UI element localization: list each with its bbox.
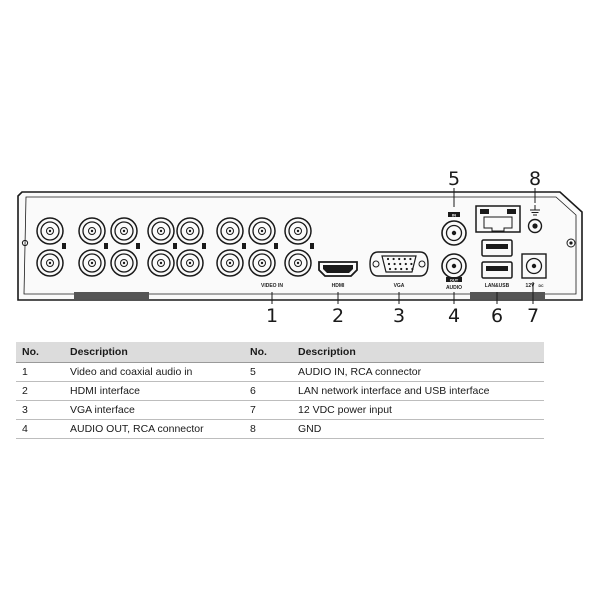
callout-2: 2 — [332, 305, 344, 327]
callout-8: 8 — [529, 168, 541, 190]
bnc-video-in-10 — [78, 249, 106, 277]
lan-port — [475, 205, 521, 233]
screw-left — [21, 239, 29, 247]
channel-marker — [173, 243, 177, 249]
screw-right — [566, 238, 576, 248]
bnc-video-in-7 — [248, 217, 276, 245]
foot-left — [74, 292, 149, 299]
audio-in-rca — [441, 212, 467, 246]
bnc-video-in-14 — [216, 249, 244, 277]
table-cell: 12 VDC power input — [292, 400, 544, 420]
channel-marker — [104, 243, 108, 249]
label-audio: AUDIO — [446, 285, 462, 291]
dvr-rear-panel — [17, 191, 583, 301]
usb-port-bottom — [481, 261, 513, 279]
callout-7: 7 — [527, 305, 539, 327]
channel-marker — [274, 243, 278, 249]
channel-marker — [62, 243, 66, 249]
hdmi-port — [318, 261, 358, 277]
table-cell: AUDIO OUT, RCA connector — [64, 419, 244, 439]
video-in-bnc-group — [36, 217, 314, 277]
table-cell: 5 — [244, 362, 292, 382]
table-row: 2 HDMI interface 6 LAN network interface… — [16, 381, 544, 401]
label-lan-usb: LAN&USB — [485, 283, 510, 289]
callout-lines — [271, 188, 536, 304]
channel-marker — [202, 243, 206, 249]
table-cell: 1 — [16, 362, 64, 382]
table-cell: 7 — [244, 400, 292, 420]
bnc-video-in-15 — [248, 249, 276, 277]
table-cell: LAN network interface and USB interface — [292, 381, 544, 401]
table-cell: 3 — [16, 400, 64, 420]
channel-marker — [136, 243, 140, 249]
header-no-1: No. — [16, 342, 64, 363]
power-input-jack — [521, 253, 547, 279]
label-video-in: VIDEO IN — [261, 283, 283, 289]
bnc-video-in-1 — [36, 217, 64, 245]
label-power-sub: DC — [538, 284, 544, 288]
callout-3: 3 — [393, 305, 405, 327]
vga-port — [369, 251, 429, 277]
bnc-video-in-2 — [78, 217, 106, 245]
bnc-video-in-9 — [36, 249, 64, 277]
table-cell: 2 — [16, 381, 64, 401]
label-vga: VGA — [394, 283, 405, 289]
header-description-1: Description — [64, 342, 244, 363]
bnc-video-in-16 — [284, 249, 312, 277]
callout-1: 1 — [266, 305, 278, 327]
table-cell: GND — [292, 419, 544, 439]
callout-4: 4 — [448, 305, 460, 327]
table-cell: AUDIO IN, RCA connector — [292, 362, 544, 382]
channel-marker — [242, 243, 246, 249]
callout-6: 6 — [491, 305, 503, 327]
bnc-video-in-4 — [147, 217, 175, 245]
bnc-video-in-6 — [216, 217, 244, 245]
table-cell: 4 — [16, 419, 64, 439]
bnc-video-in-12 — [147, 249, 175, 277]
port-description-table: No. Description No. Description 1 Video … — [16, 342, 544, 439]
table-header-row: No. Description No. Description — [16, 342, 544, 363]
ground-symbol-icon — [530, 205, 540, 216]
label-audio-in: IN — [452, 212, 456, 217]
table-row: 1 Video and coaxial audio in 5 AUDIO IN,… — [16, 362, 544, 382]
foot-right — [470, 292, 545, 299]
table-row: 3 VGA interface 7 12 VDC power input — [16, 400, 544, 420]
table-cell: 6 — [244, 381, 292, 401]
table-cell: VGA interface — [64, 400, 244, 420]
table-cell: Video and coaxial audio in — [64, 362, 244, 382]
bnc-video-in-11 — [110, 249, 138, 277]
table-cell: HDMI interface — [64, 381, 244, 401]
bnc-video-in-8 — [284, 217, 312, 245]
header-description-2: Description — [292, 342, 544, 363]
channel-marker — [310, 243, 314, 249]
header-no-2: No. — [244, 342, 292, 363]
rear-panel-diagram: VIDEO IN HDMI VGA AUDIO OUT IN LAN&USB 1… — [17, 168, 583, 327]
gnd-terminal — [527, 205, 543, 234]
label-audio-out: OUT — [450, 277, 459, 282]
label-hdmi: HDMI — [332, 283, 345, 289]
table-cell: 8 — [244, 419, 292, 439]
usb-port-top — [481, 239, 513, 257]
bnc-video-in-5 — [176, 217, 204, 245]
table-row: 4 AUDIO OUT, RCA connector 8 GND — [16, 419, 544, 439]
callout-5: 5 — [448, 168, 460, 190]
bnc-video-in-3 — [110, 217, 138, 245]
bnc-video-in-13 — [176, 249, 204, 277]
label-power: 12V — [526, 283, 536, 289]
